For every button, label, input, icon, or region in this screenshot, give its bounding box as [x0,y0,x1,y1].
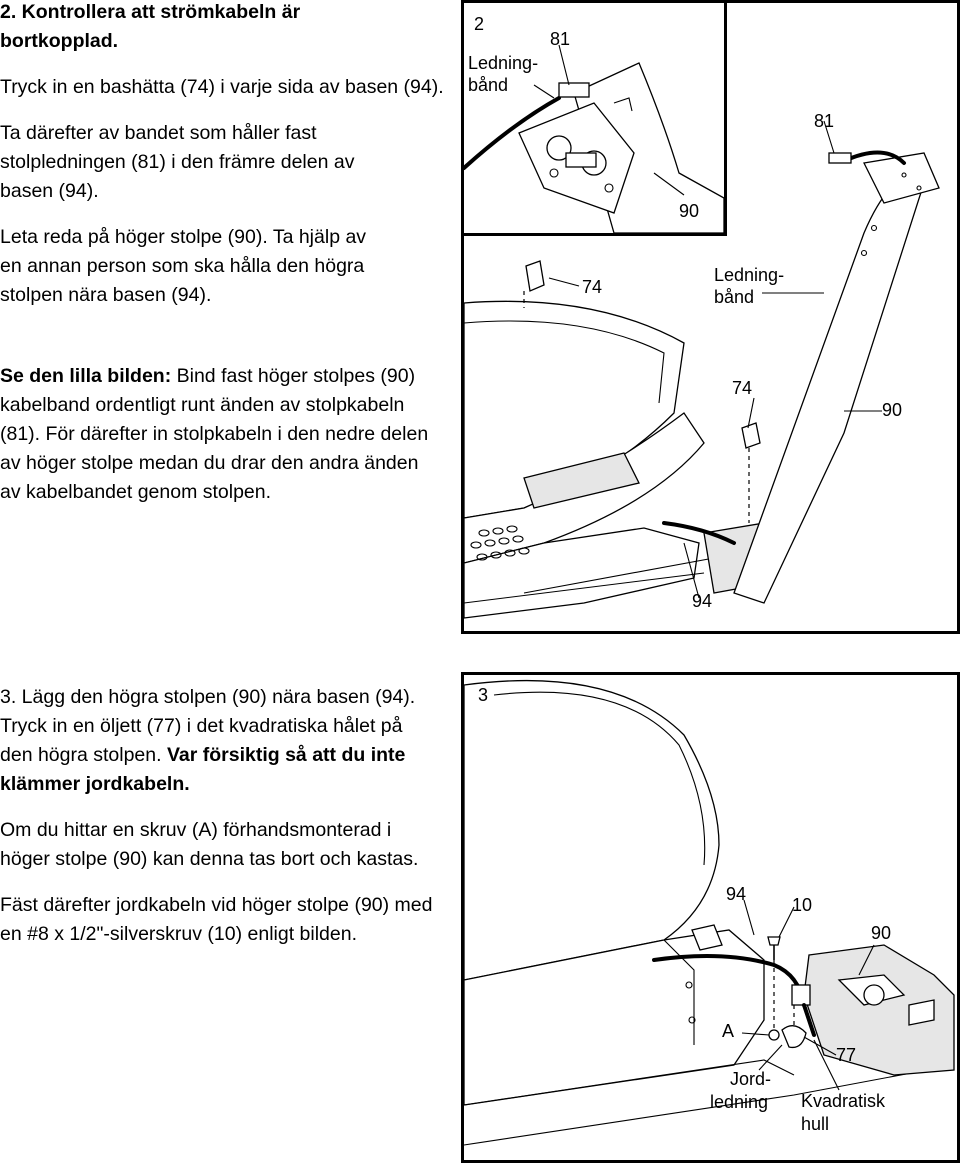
figure-2-label-81-main: 81 [814,111,834,131]
base-cap-74-left [525,260,545,292]
figure-2-label-74-right: 74 [732,378,752,398]
upright-90 [733,178,925,604]
figure-2-inset-label-81: 81 [550,29,570,49]
figure-3-number: 3 [478,685,488,705]
upright-bracket-90 [803,944,955,1076]
figure-2-inset-illustration: 2 81 Ledning- bånd 90 [464,14,724,233]
screw-a [768,1029,780,1041]
step2-paragraph-4-body: Bind fast höger stolpes (90) kabelband o… [0,365,429,503]
step2-text: 2. Kontrollera att strömkabeln är bortko… [0,0,450,507]
figure-3-label-square-line2: hull [801,1114,829,1134]
wire-81-connector [828,152,852,164]
step3-paragraph-2: Om du hittar en skruv (A) förhandsmonter… [0,819,419,870]
figure-3-label-94: 94 [726,884,746,904]
figure-2-inset: 2 81 Ledning- bånd 90 [461,0,727,236]
figure-2-inset-label-cable-tie-line1: Ledning- [468,53,538,73]
grommet-77 [781,1025,807,1049]
figure-3-frame: 3 94 10 90 A 77 Jord- ledning Kvadratisk… [461,672,960,1163]
step2-paragraph-1: Tryck in en bashätta (74) i varje sida a… [0,76,444,98]
step3-paragraph-1: 3. Lägg den högra stolpen (90) nära base… [0,683,430,799]
figure-3-illustration: 3 94 10 90 A 77 Jord- ledning Kvadratisk… [464,679,955,1146]
step3-text: 3. Lägg den högra stolpen (90) nära base… [0,683,450,949]
step2-paragraph-4-lead: Se den lilla bilden: [0,365,172,387]
wire-81-lower [662,521,736,545]
figure-2-label-cable-tie-line2: bånd [714,287,754,307]
base-vent-holes [470,525,530,561]
step3-warning: Var försiktig så att du inte klämmer jor… [0,744,406,795]
figure-2-label-94: 94 [692,591,712,611]
figure-2-inset-label-90: 90 [679,201,699,221]
step2-title: 2. Kontrollera att strömkabeln är bortko… [0,1,301,52]
figure-3-label-ground-line2: ledning [710,1092,768,1112]
figure-3-label-square-line1: Kvadratisk [801,1091,886,1111]
figure-3-label-77: 77 [836,1045,856,1065]
figure-3-label-ground-line1: Jord- [730,1069,771,1089]
figure-3-label-a: A [722,1021,734,1041]
figure-3-label-90: 90 [871,923,891,943]
figure-2-label-74-left: 74 [582,277,602,297]
figure-2-inset-label-cable-tie-line2: bånd [468,75,508,95]
step3-paragraph-1-body: 3. Lägg den högra stolpen (90) nära base… [0,686,416,766]
figure-2-label-cable-tie-line1: Ledning- [714,265,784,285]
figure-2-illustration: 81 74 Ledning- bånd 74 90 94 [464,111,940,619]
ground-wire-terminal [791,984,811,1006]
upright-top [863,152,940,204]
figure-3-label-10: 10 [792,895,812,915]
inset-wire-81 [464,96,561,170]
base-cap-74-right [741,422,761,449]
figure-2-label-90-main: 90 [882,400,902,420]
step2-paragraph-3: Leta reda på höger stolpe (90). Ta hjälp… [0,226,367,306]
screw-10 [767,936,781,960]
step2-paragraph-2: Ta därefter av bandet som håller fast st… [0,122,355,202]
figure-2-number: 2 [474,14,484,34]
spacer [691,924,723,951]
base-side-panel [523,452,640,509]
base-hood [464,679,720,981]
inset-wire-connector [558,82,590,98]
figure-2-frame: 81 74 Ledning- bånd 74 90 94 [461,0,960,634]
step2-paragraph-4: Se den lilla bilden: Bind fast höger sto… [0,362,440,507]
step3-paragraph-3: Fäst därefter jordkabeln vid höger stolp… [0,894,433,945]
